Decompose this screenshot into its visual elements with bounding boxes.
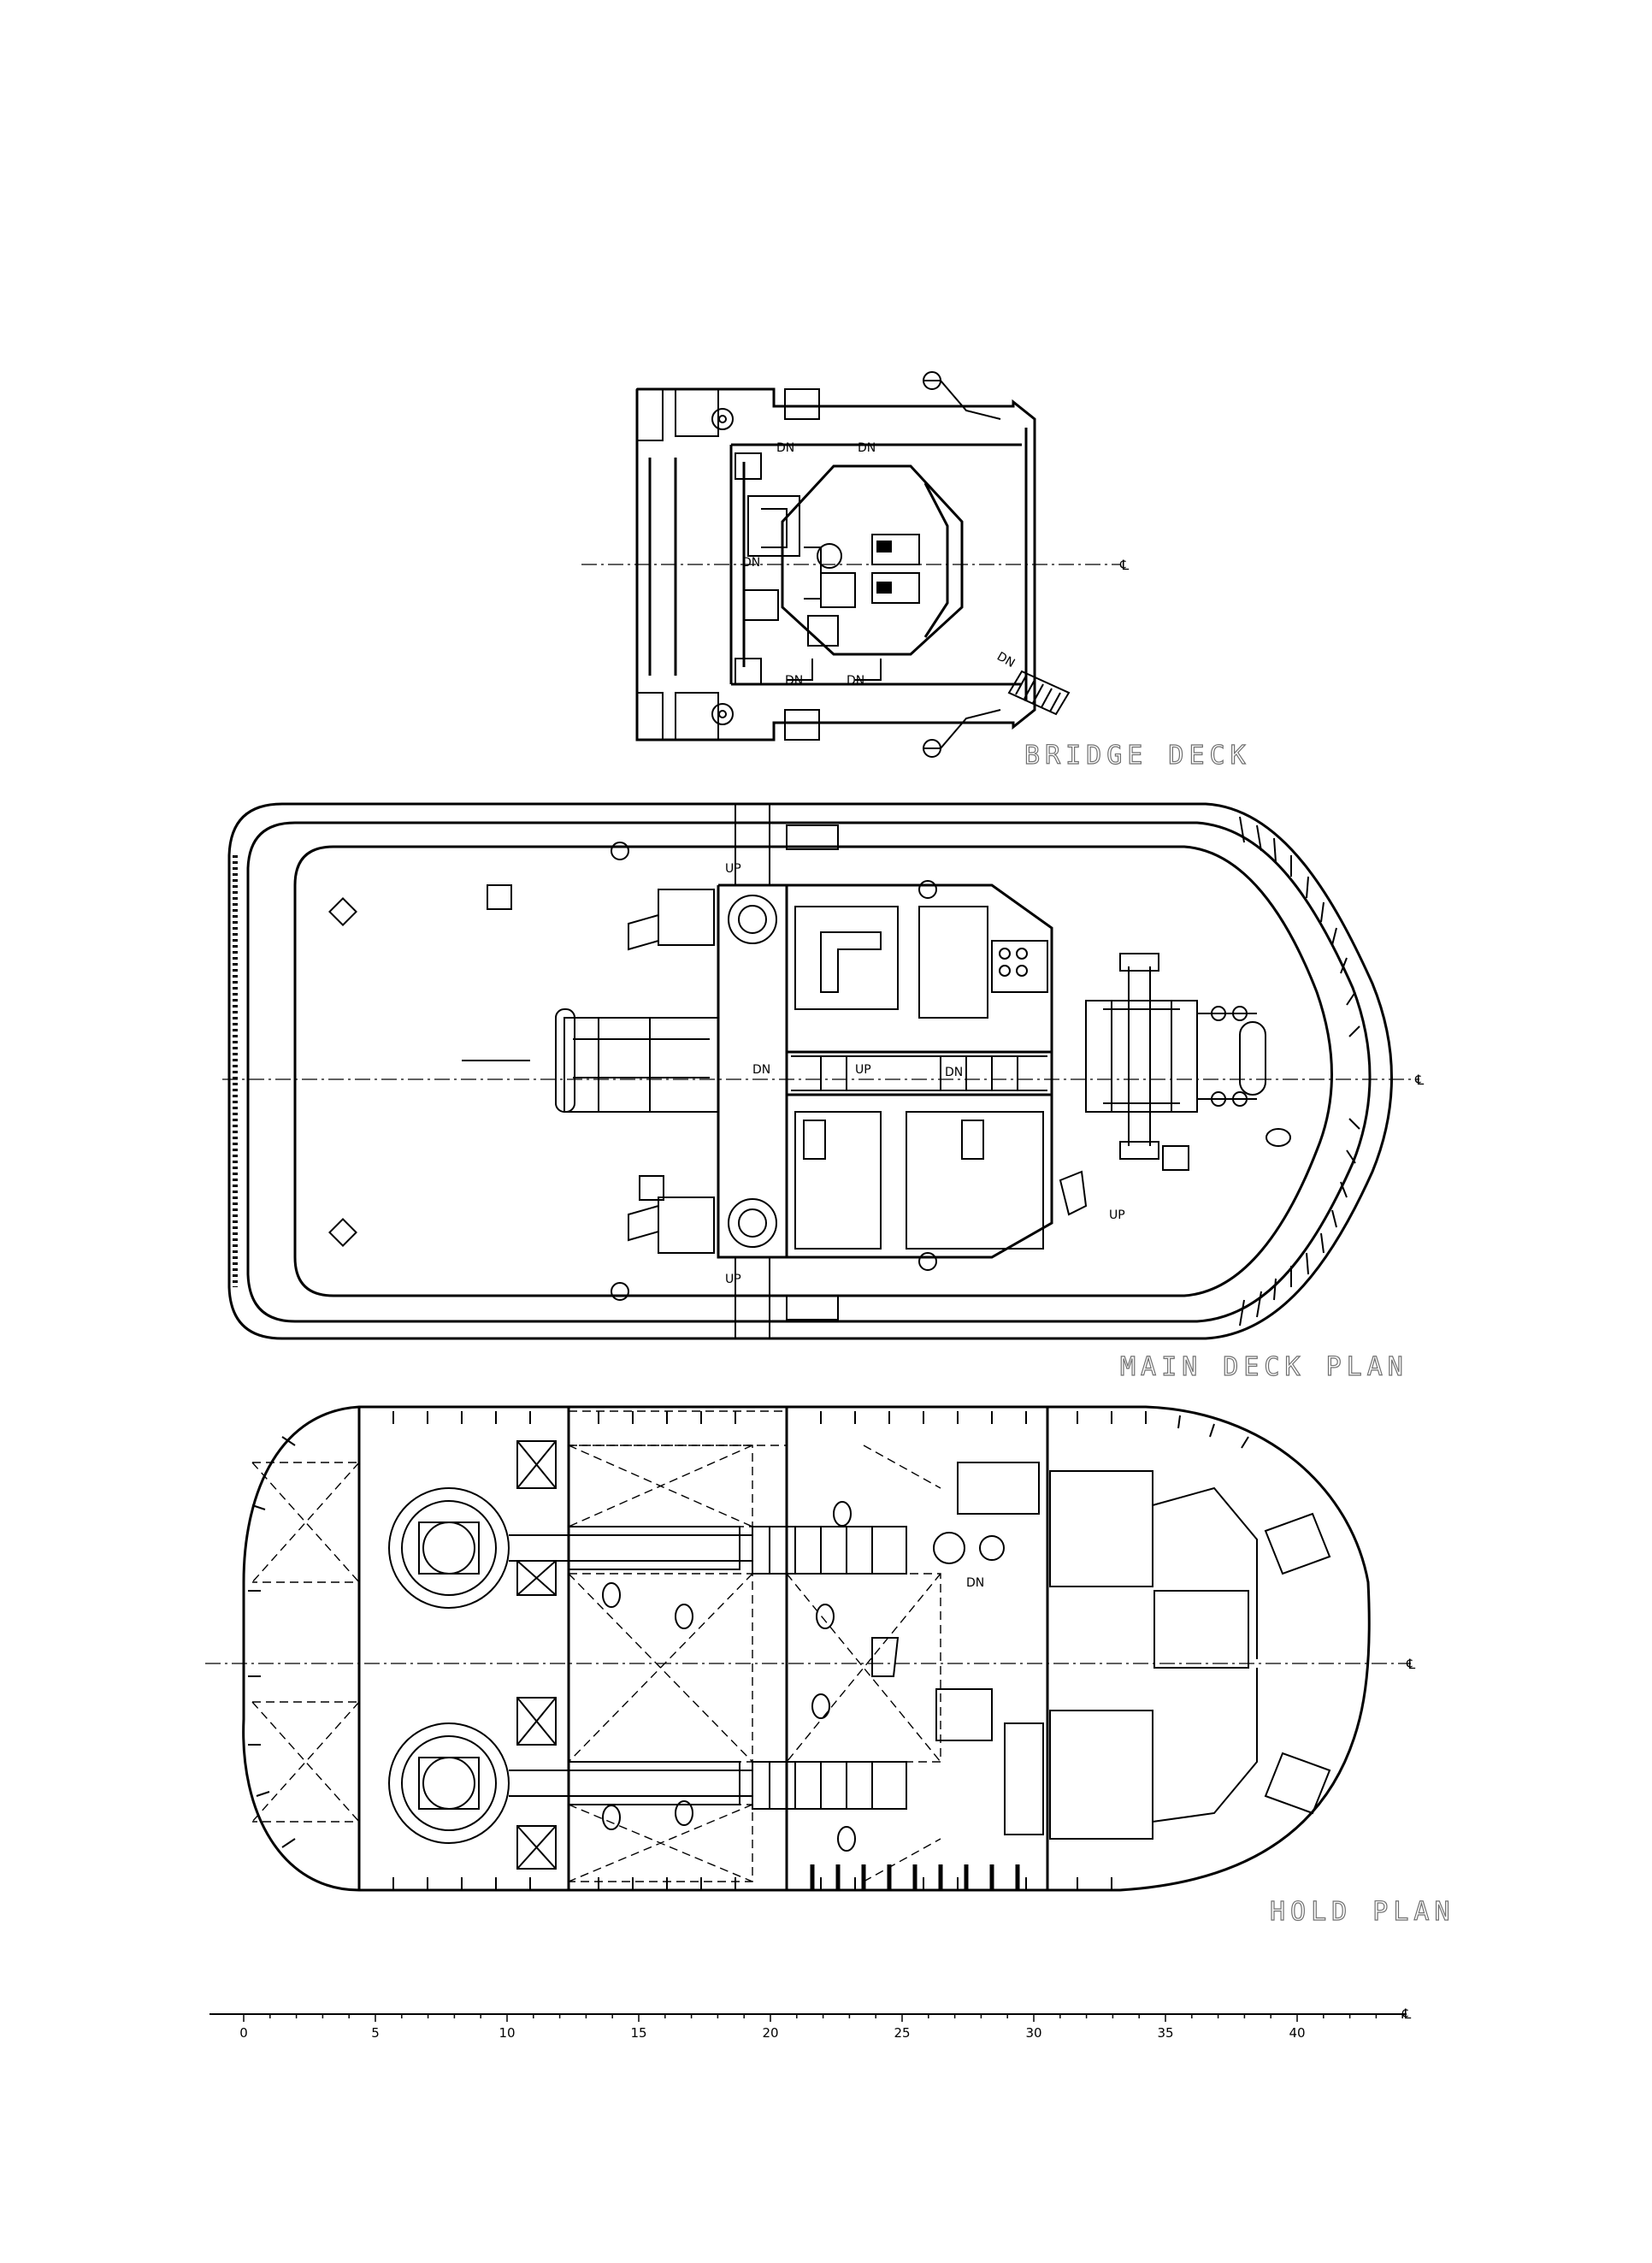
bridge-deck-title: BRIDGE DECK (1024, 741, 1251, 771)
scale-tick-label: 5 (371, 2025, 380, 2041)
scale-tick-label: 30 (1025, 2025, 1041, 2041)
hold-plan-title: HOLD PLAN (1270, 1897, 1455, 1927)
main-deck-plan-title: MAIN DECK PLAN (1120, 1352, 1408, 1382)
scale-centerline-mark: ℄ (1401, 2006, 1412, 2022)
bridge-dn-label: DN (858, 441, 876, 455)
main-deck-up-label: UP (725, 1273, 741, 1286)
scale-tick-label: 40 (1289, 2025, 1305, 2041)
main-deck-up-label: UP (1109, 1208, 1125, 1222)
bridge-dn-label: DN (994, 650, 1017, 671)
scale-tick-label: 10 (499, 2025, 515, 2041)
scale-tick-label: 0 (239, 2025, 248, 2041)
main-deck-centerline-mark: ℄ (1414, 1072, 1425, 1088)
bridge-dn-label: DN (785, 674, 803, 688)
bridge-dn-label: DN (847, 674, 864, 688)
main-deck-plan (222, 802, 1419, 1340)
scale-tick-label: 15 (630, 2025, 646, 2041)
scale-tick-label: 25 (894, 2025, 910, 2041)
scale-labels: 0 5 10 15 20 25 30 35 40 (239, 2025, 1305, 2041)
main-deck-dn-label: DN (945, 1066, 963, 1079)
hold-centerline-mark: ℄ (1406, 1656, 1416, 1672)
main-deck-dn-label: DN (752, 1063, 770, 1077)
bridge-dn-label: DN (742, 556, 760, 570)
scale-bar (209, 2013, 1407, 2022)
scale-tick-label: 35 (1157, 2025, 1173, 2041)
hold-plan (205, 1405, 1411, 1892)
main-deck-up-label: UP (855, 1063, 871, 1077)
bridge-dn-label: DN (776, 441, 794, 455)
bridge-centerline-mark: ℄ (1119, 557, 1130, 573)
hold-dn-label: DN (966, 1576, 984, 1590)
main-deck-up-label: UP (725, 862, 741, 876)
bridge-deck-plan (581, 371, 1120, 758)
scale-tick-label: 20 (762, 2025, 778, 2041)
